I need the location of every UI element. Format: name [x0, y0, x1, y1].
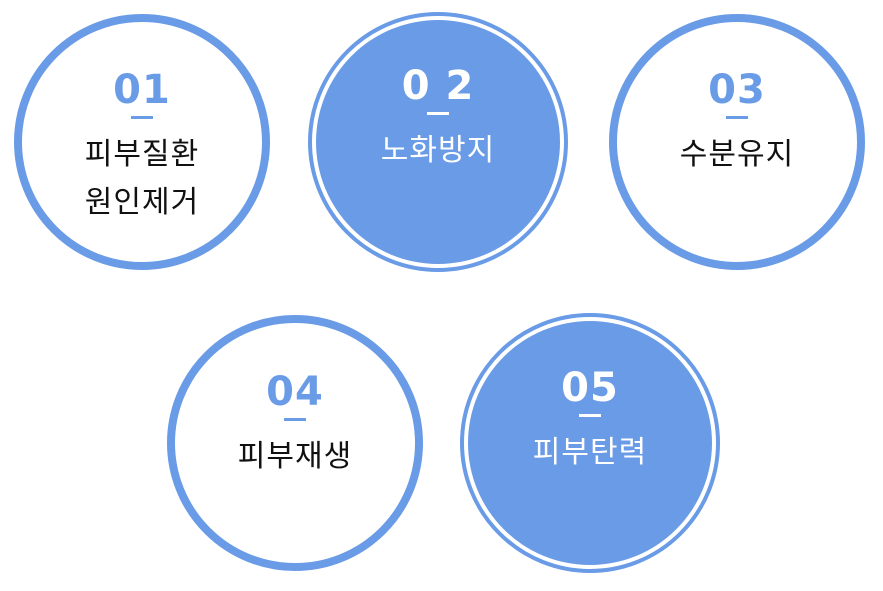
benefit-label: 노화방지 [380, 133, 496, 168]
benefit-circle-01: 01 피부질환 원인제거 [14, 14, 270, 270]
benefit-content: 0 2 노화방지 [312, 64, 564, 175]
number-underline [579, 414, 601, 417]
benefit-label-line-2: 원인제거 [84, 185, 200, 220]
benefit-label: 피부재생 [237, 439, 353, 474]
benefit-number: 03 [708, 67, 766, 113]
benefit-content: 03 수분유지 [617, 68, 857, 179]
benefit-circle-05: 05 피부탄력 [460, 313, 720, 573]
benefit-circle-04: 04 피부재생 [167, 315, 423, 571]
benefit-label: 피부탄력 [532, 435, 648, 470]
benefit-label: 피부질환 원인제거 [85, 131, 199, 227]
circle-fill [468, 321, 712, 565]
benefit-number: 0 2 [401, 63, 475, 109]
number-underline [284, 418, 306, 421]
benefit-content: 05 피부탄력 [464, 366, 716, 477]
benefit-number: 05 [561, 365, 619, 411]
circle-fill [316, 20, 560, 264]
number-underline [131, 116, 153, 119]
benefit-label: 수분유지 [679, 137, 795, 172]
benefit-number: 04 [266, 369, 324, 415]
benefit-content: 04 피부재생 [175, 370, 415, 481]
benefit-number: 01 [113, 67, 171, 113]
benefit-content: 01 피부질환 원인제거 [22, 68, 262, 227]
benefit-circle-03: 03 수분유지 [609, 14, 865, 270]
number-underline [427, 112, 449, 115]
benefit-circle-02: 0 2 노화방지 [308, 12, 568, 272]
benefit-label-line-1: 피부질환 [84, 137, 200, 172]
number-underline [726, 116, 748, 119]
